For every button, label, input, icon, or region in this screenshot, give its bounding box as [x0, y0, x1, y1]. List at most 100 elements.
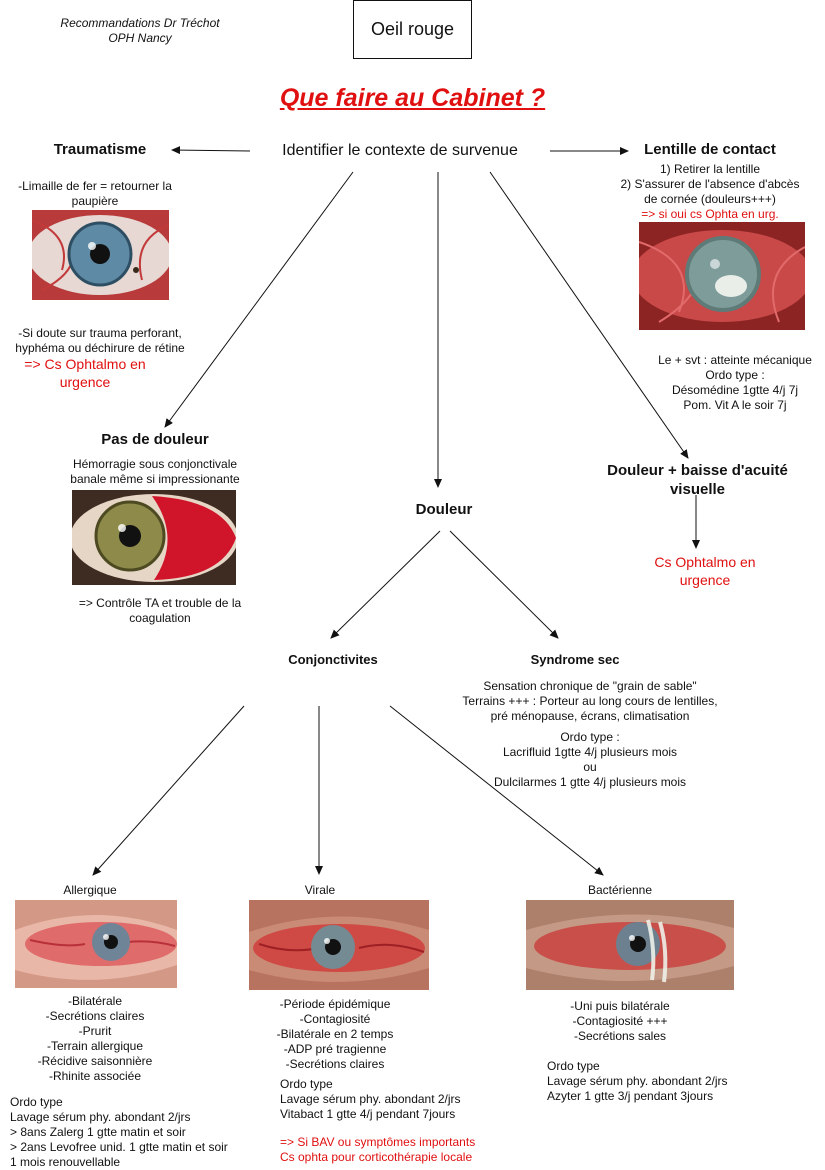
arrow-to-pain-vision	[489, 171, 689, 459]
contact-urgent: => si oui cs Ophta en urg.	[641, 207, 779, 221]
bacterial-signs: -Uni puis bilatérale -Contagiosité +++ -…	[545, 999, 695, 1044]
main-title: Que faire au Cabinet ?	[279, 84, 546, 112]
text-line: => Si BAV ou symptômes importants	[280, 1135, 476, 1149]
trauma-note-2: -Si doute sur trauma perforant, hyphéma …	[0, 326, 200, 356]
no-pain-title: Pas de douleur	[101, 431, 209, 448]
eye-photo-hemorrhage	[72, 490, 236, 585]
trauma-urgent: => Cs Ophtalmo en urgence	[10, 355, 160, 391]
text-line: Dulcilarmes 1 gtte 4/j plusieurs mois	[493, 775, 687, 789]
allergic-title: Allergique	[63, 883, 117, 897]
text-line: Ordo type :	[705, 368, 765, 382]
arrow-to-dry	[449, 530, 559, 639]
text-line: Terrains +++ : Porteur au long cours de …	[462, 694, 718, 708]
bacterial-ordo: Ordo type Lavage sérum phy. abondant 2/j…	[547, 1059, 777, 1104]
arrow-to-allergic	[92, 705, 245, 876]
eye-photo-allergic	[15, 900, 177, 988]
viral-signs: -Période épidémique -Contagiosité -Bilat…	[250, 997, 420, 1072]
text-line: -Bilatérale en 2 temps	[276, 1027, 394, 1041]
arrow-to-no-pain	[164, 171, 354, 428]
arrow-to-bacterial	[389, 705, 604, 876]
text-line: visuelle	[669, 481, 726, 498]
text-line: banale même si impressionante	[70, 472, 240, 486]
eye-photo-viral	[249, 900, 429, 990]
trauma-title: Traumatisme	[53, 141, 147, 158]
trauma-note-1: -Limaille de fer = retourner la paupière	[0, 179, 190, 209]
text-line: -Récidive saisonnière	[37, 1054, 153, 1068]
text-line: Lavage sérum phy. abondant 2/jrs	[547, 1074, 728, 1088]
text-line: Cs Ophtalmo en	[654, 554, 756, 570]
center-context-label: Identifier le contexte de survenue	[282, 142, 518, 159]
text-line: 1 mois renouvellable	[10, 1155, 121, 1169]
text-line: ou	[583, 760, 597, 774]
viral-ordo: Ordo type Lavage sérum phy. abondant 2/j…	[280, 1077, 500, 1122]
text-line: urgence	[59, 374, 111, 390]
arrow-to-conj	[330, 530, 441, 639]
pain-vision-urgent: Cs Ophtalmo en urgence	[630, 553, 780, 589]
text-line: -Contagiosité	[299, 1012, 371, 1026]
contact-ordo: Le + svt : atteinte mécanique Ordo type …	[640, 353, 825, 413]
text-line: Désomédine 1gtte 4/j 7j	[671, 383, 799, 397]
text-line: Lacrifluid 1gtte 4/j plusieurs mois	[502, 745, 678, 759]
text-line: -Rhinite associée	[48, 1069, 142, 1083]
credit-line: OPH Nancy	[108, 31, 172, 45]
text-line: 1) Retirer la lentille	[659, 162, 761, 176]
viral-title: Virale	[304, 883, 336, 897]
credit-line: Recommandations Dr Tréchot	[60, 16, 220, 30]
no-pain-action: => Contrôle TA et trouble de la coagulat…	[50, 596, 270, 626]
text-line: -Contagiosité +++	[572, 1014, 668, 1028]
text-line: > 8ans Zalerg 1 gtte matin et soir	[10, 1125, 186, 1139]
dry-desc: Sensation chronique de "grain de sable" …	[445, 679, 735, 724]
text-line: Le + svt : atteinte mécanique	[658, 353, 812, 367]
text-line: urgence	[679, 572, 731, 588]
text-line: Cs ophta pour corticothérapie locale	[280, 1150, 473, 1164]
allergic-signs: -Bilatérale -Secrétions claires -Prurit …	[20, 994, 170, 1084]
text-line: Pom. Vit A le soir 7j	[683, 398, 787, 412]
text-line: -Bilatérale	[67, 994, 123, 1008]
bacterial-title: Bactérienne	[587, 883, 653, 897]
credit: Recommandations Dr Tréchot OPH Nancy	[40, 16, 240, 46]
text-line: hyphéma ou déchirure de rétine	[15, 341, 185, 355]
text-line: -Si doute sur trauma perforant,	[18, 326, 182, 340]
dry-title: Syndrome sec	[530, 652, 620, 667]
text-line: -Secrétions sales	[573, 1029, 667, 1043]
title-box-label: Oeil rouge	[370, 19, 455, 39]
eye-photo-bacterial	[526, 900, 734, 990]
text-line: paupière	[71, 194, 119, 208]
eye-photo-contact	[639, 222, 805, 330]
text-line: Hémorragie sous conjonctivale	[72, 457, 238, 471]
dry-ordo: Ordo type : Lacrifluid 1gtte 4/j plusieu…	[445, 730, 735, 790]
text-line: -Prurit	[78, 1024, 112, 1038]
text-line: coagulation	[129, 611, 191, 625]
title-box: Oeil rouge	[353, 0, 472, 59]
text-line: -Limaille de fer = retourner la	[18, 179, 172, 193]
text-line: => Contrôle TA et trouble de la	[78, 596, 242, 610]
text-line: Douleur + baisse d'acuité	[607, 462, 788, 479]
pain-vision-title: Douleur + baisse d'acuité visuelle	[585, 461, 810, 499]
text-line: Azyter 1 gtte 3/j pendant 3jours	[547, 1089, 714, 1103]
text-line: 2) S'assurer de l'absence d'abcès	[620, 177, 800, 191]
text-line: -Période épidémique	[279, 997, 391, 1011]
conj-title: Conjonctivites	[288, 652, 378, 667]
text-line: => Cs Ophtalmo en	[24, 356, 146, 372]
pain-title: Douleur	[415, 501, 473, 518]
text-line: de cornée (douleurs+++)	[644, 192, 776, 206]
text-line: Ordo type :	[560, 730, 620, 744]
contact-title: Lentille de contact	[644, 141, 776, 158]
text-line: Ordo type	[547, 1059, 600, 1073]
text-line: Sensation chronique de "grain de sable"	[483, 679, 697, 693]
text-line: Vitabact 1 gtte 4/j pendant 7jours	[280, 1107, 456, 1121]
allergic-ordo: Ordo type Lavage sérum phy. abondant 2/j…	[10, 1095, 255, 1170]
text-line: -Secrétions claires	[285, 1057, 385, 1071]
text-line: pré ménopause, écrans, climatisation	[490, 709, 690, 723]
text-line: Lavage sérum phy. abondant 2/jrs	[280, 1092, 461, 1106]
text-line: Ordo type	[10, 1095, 63, 1109]
text-line: -Secrétions claires	[45, 1009, 145, 1023]
arrow-to-trauma	[171, 146, 251, 155]
no-pain-desc: Hémorragie sous conjonctivale banale mêm…	[50, 457, 260, 487]
text-line: > 2ans Levofree unid. 1 gtte matin et so…	[10, 1140, 228, 1154]
viral-warning: => Si BAV ou symptômes importants Cs oph…	[280, 1135, 510, 1165]
text-line: Ordo type	[280, 1077, 333, 1091]
eye-photo-trauma	[32, 210, 169, 300]
text-line: -Uni puis bilatérale	[570, 999, 670, 1013]
